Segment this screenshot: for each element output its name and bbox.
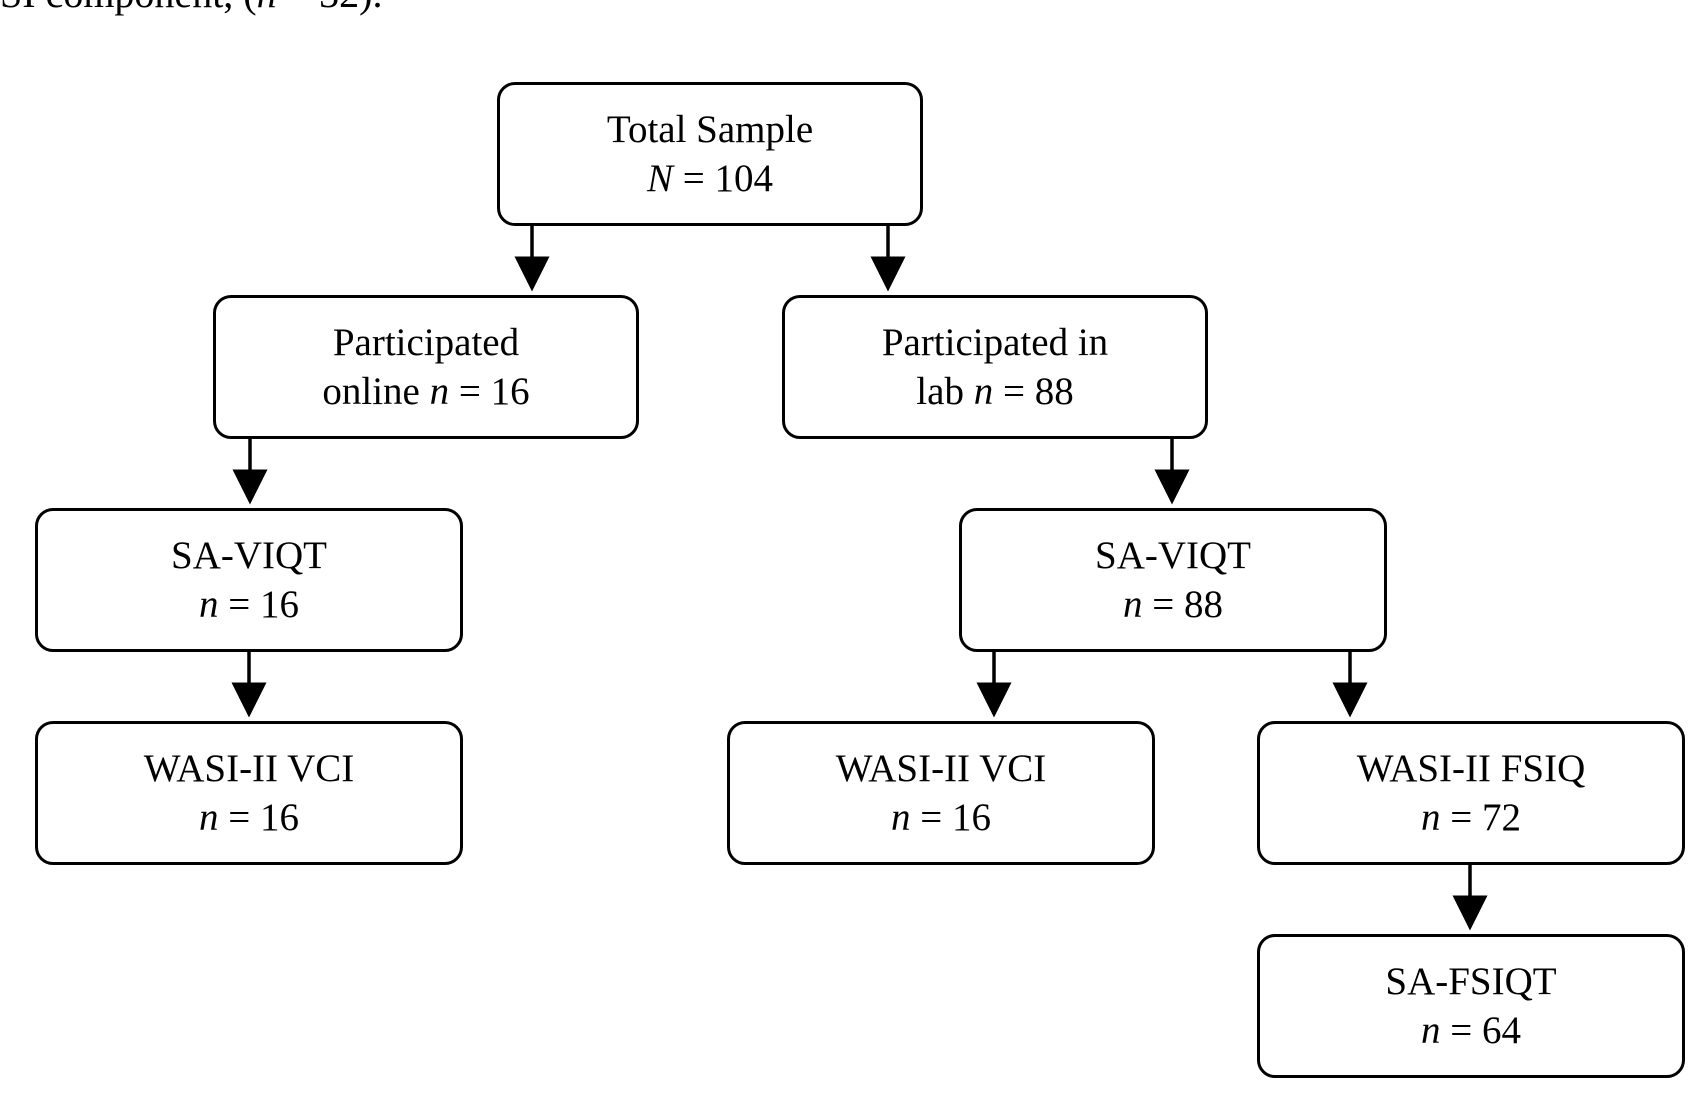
node-online-wasi-vci-title: WASI-II VCI [143, 747, 355, 790]
count-variable: n [429, 370, 450, 413]
node-lab-wasi-vci-title: WASI-II VCI [835, 747, 1047, 790]
count-value: = 16 [449, 370, 530, 413]
node-online-saviqt-title: SA-VIQT [171, 534, 327, 577]
count-value: = 104 [673, 157, 773, 200]
count-value: = 72 [1440, 796, 1521, 839]
caption-fragment: SI component, ( [0, 0, 257, 16]
node-lab-wasi-fsiq-title: WASI-II FSIQ [1356, 747, 1586, 790]
node-online-title: Participated [332, 321, 520, 364]
count-value: = 16 [910, 796, 991, 839]
node-online-count: online n = 16 [322, 367, 529, 416]
node-online-wasi-vci: WASI-II VCI n = 16 [35, 721, 463, 865]
count-value: = 88 [993, 370, 1074, 413]
node-lab-title: Participated in [881, 321, 1109, 364]
count-variable: n [1123, 583, 1143, 626]
node-total-title: Total Sample [606, 108, 814, 151]
node-lab-count: lab n = 88 [916, 367, 1073, 416]
node-total-sample: Total Sample N = 104 [497, 82, 923, 226]
cut-off-caption-text: SI component, (n = 32). [0, 0, 383, 14]
node-participated-lab: Participated in lab n = 88 [782, 295, 1208, 439]
node-online-saviqt: SA-VIQT n = 16 [35, 508, 463, 652]
count-variable: n [1421, 1009, 1441, 1052]
node-lab-wasi-fsiq: WASI-II FSIQ n = 72 [1257, 721, 1685, 865]
node-lab-safsiqt-count: n = 64 [1421, 1006, 1521, 1055]
count-variable: N [646, 157, 673, 200]
count-prefix: online [322, 370, 430, 413]
count-value: = 16 [218, 796, 299, 839]
count-variable: n [199, 583, 219, 626]
caption-variable: n [257, 0, 277, 16]
node-lab-saviqt-title: SA-VIQT [1095, 534, 1251, 577]
node-lab-wasi-vci-count: n = 16 [891, 793, 991, 842]
node-lab-saviqt-count: n = 88 [1123, 580, 1223, 629]
caption-tail: = 32). [277, 0, 383, 16]
node-online-wasi-vci-count: n = 16 [199, 793, 299, 842]
count-variable: n [973, 370, 994, 413]
count-value: = 88 [1142, 583, 1223, 626]
count-prefix: lab [916, 370, 974, 413]
count-value: = 64 [1440, 1009, 1521, 1052]
node-total-count: N = 104 [647, 154, 773, 203]
node-lab-safsiqt: SA-FSIQT n = 64 [1257, 934, 1685, 1078]
node-lab-wasi-vci: WASI-II VCI n = 16 [727, 721, 1155, 865]
node-lab-wasi-fsiq-count: n = 72 [1421, 793, 1521, 842]
node-lab-saviqt: SA-VIQT n = 88 [959, 508, 1387, 652]
node-participated-online: Participated online n = 16 [213, 295, 639, 439]
node-online-saviqt-count: n = 16 [199, 580, 299, 629]
node-lab-safsiqt-title: SA-FSIQT [1385, 960, 1557, 1003]
count-variable: n [891, 796, 911, 839]
count-value: = 16 [218, 583, 299, 626]
count-variable: n [199, 796, 219, 839]
count-variable: n [1421, 796, 1441, 839]
